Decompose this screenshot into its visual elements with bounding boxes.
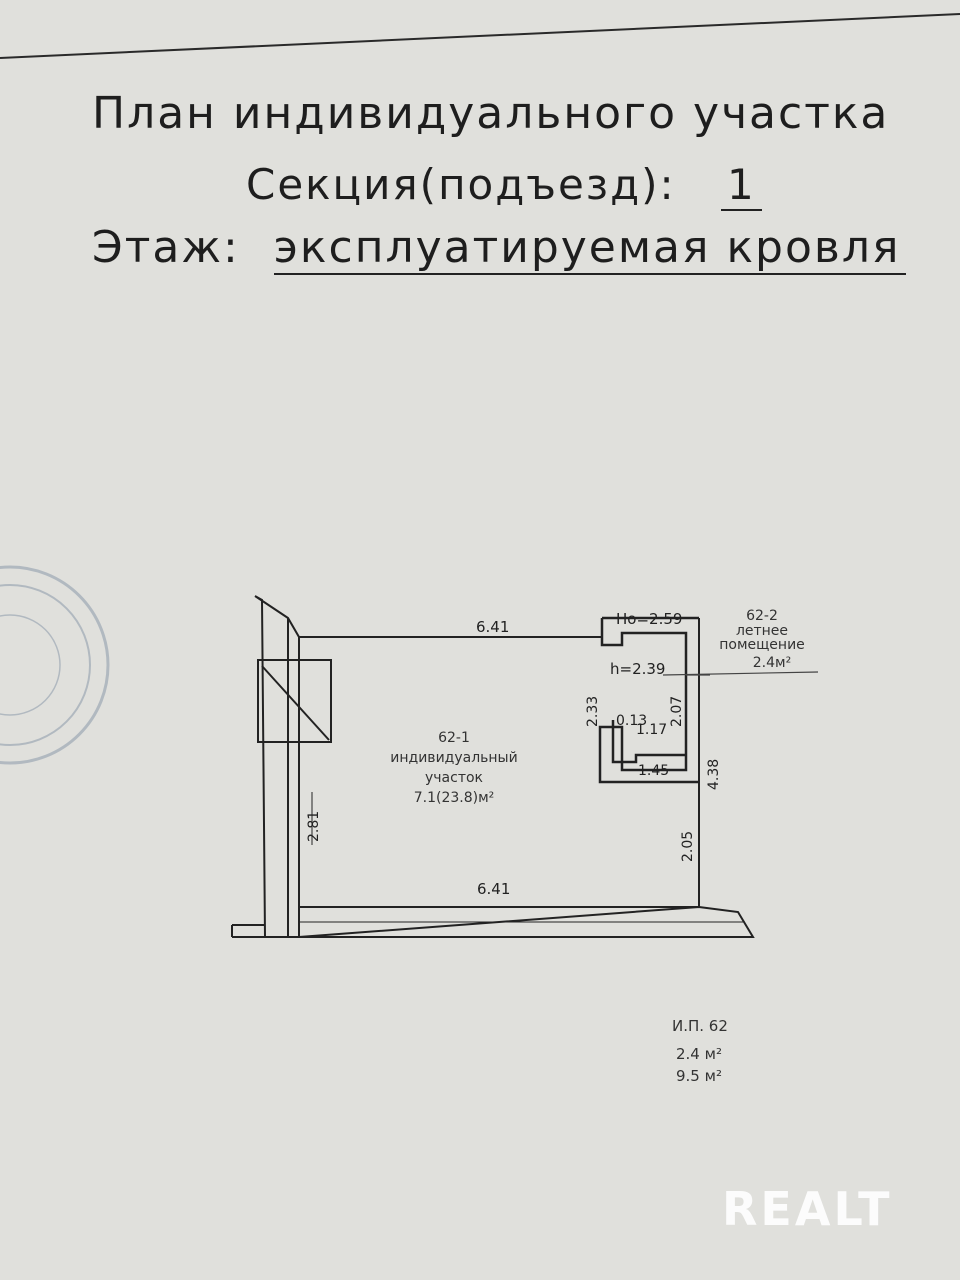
dim-room-inner: 2.33 (585, 696, 601, 727)
dim-room-height: 2.07 (669, 696, 685, 727)
frame-border-line (0, 13, 960, 59)
section-line: Секция(подъезд): 1 (246, 160, 866, 211)
floor-line: Этаж: эксплуатируемая кровля (92, 222, 912, 275)
room-2-name-2: помещение (719, 637, 805, 653)
room-1-name-1: индивидуальный (390, 750, 517, 766)
dim-room-bottom: 1.45 (638, 763, 669, 779)
section-value: 1 (721, 160, 762, 211)
height-ho: Hо=2.59 (616, 610, 682, 628)
summary-area-1: 2.4 м² (676, 1045, 722, 1063)
floor-label: Этаж: (92, 222, 240, 273)
dim-bottom: 6.41 (477, 880, 510, 898)
summary-block: И.П. 62 2.4 м² 9.5 м² (672, 1015, 728, 1087)
room-2-area: 2.4м² (753, 655, 791, 671)
room-2-name-1: летнее (736, 623, 788, 639)
summary-label: И.П. 62 (672, 1017, 728, 1035)
summer-room-walls (598, 616, 699, 784)
realt-watermark-logo: REALT (722, 1182, 893, 1236)
height-h: h=2.39 (610, 660, 665, 678)
page-title: План индивидуального участка (92, 88, 890, 139)
dim-right-total: 4.38 (706, 759, 722, 790)
summary-area-2: 9.5 м² (676, 1067, 722, 1085)
dimension-marks (311, 671, 819, 845)
room-62-1-label: 62-1 индивидуальный участок 7.1(23.8)м² (390, 730, 517, 806)
dim-top: 6.41 (476, 618, 509, 636)
dim-room-small: 1.17 (636, 722, 667, 738)
room-1-name-2: участок (425, 770, 483, 786)
section-label: Секция(подъезд): (246, 160, 676, 209)
left-wall (231, 595, 332, 938)
dim-room-wall: 0.13 (616, 713, 647, 729)
room-2-id: 62-2 (746, 608, 778, 624)
floor-value: эксплуатируемая кровля (273, 222, 907, 275)
room-62-2-label: 62-2 летнее помещение 2.4м² (719, 608, 805, 671)
dim-right-lower: 2.05 (680, 831, 696, 862)
room-1-id: 62-1 (438, 730, 470, 746)
plot-outline (298, 618, 755, 938)
dim-left: 2.81 (306, 811, 322, 842)
room-1-area: 7.1(23.8)м² (414, 790, 495, 806)
stamp-seal (0, 565, 110, 765)
